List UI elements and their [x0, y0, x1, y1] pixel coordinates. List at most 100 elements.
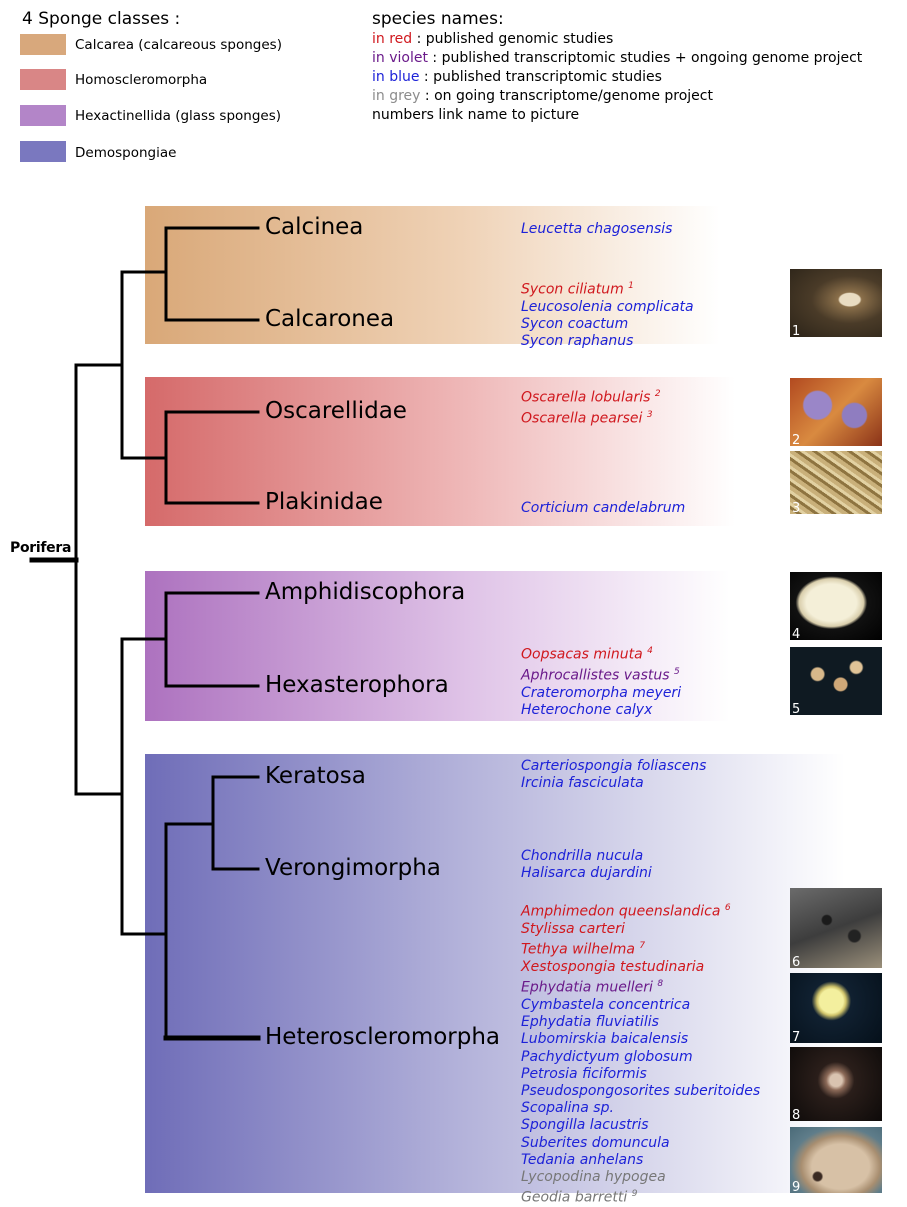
- photo-3: 3: [790, 451, 882, 514]
- species-label: Sycon coactum: [521, 316, 628, 332]
- species-name: Petrosia ficiformis: [521, 1066, 760, 1083]
- species-label: Corticium candelabrum: [521, 500, 685, 516]
- picture-ref-number: 1: [628, 281, 634, 291]
- clade-amphidiscophora: Amphidiscophora: [265, 578, 465, 606]
- species-name: Oopsacas minuta 4: [521, 643, 681, 664]
- species-name: Carteriospongia foliascens: [521, 758, 706, 775]
- species-name: Leucetta chagosensis: [521, 221, 672, 238]
- species-name: Amphimedon queenslandica 6: [521, 900, 760, 921]
- species-name: Oscarella pearsei 3: [521, 407, 661, 428]
- species-name: Lubomirskia baicalensis: [521, 1031, 760, 1048]
- species-label: Oscarella lobularis: [521, 390, 650, 406]
- species-label: Tethya wilhelma: [521, 942, 635, 958]
- species-name: Corticium candelabrum: [521, 500, 685, 517]
- species-name: Tedania anhelans: [521, 1152, 760, 1169]
- species-name: Crateromorpha meyeri: [521, 685, 681, 702]
- species-name: Oscarella lobularis 2: [521, 386, 661, 407]
- picture-ref-number: 5: [674, 667, 680, 677]
- species-name: Lycopodina hypogea: [521, 1169, 760, 1186]
- photo-1: 1: [790, 269, 882, 337]
- species-label: Ephydatia fluviatilis: [521, 1014, 659, 1030]
- species-label: Lubomirskia baicalensis: [521, 1031, 688, 1047]
- photo-6: 6: [790, 888, 882, 968]
- species-label: Crateromorpha meyeri: [521, 685, 681, 701]
- species-label: Geodia barretti: [521, 1190, 627, 1206]
- photo-number: 8: [792, 1108, 800, 1121]
- photo-number: 9: [792, 1180, 800, 1193]
- species-label: Stylissa carteri: [521, 921, 625, 937]
- species-label: Leucetta chagosensis: [521, 221, 672, 237]
- species-name: Ephydatia muelleri 8: [521, 976, 760, 997]
- root-label: Porifera: [10, 540, 71, 556]
- species-name: Pachydictyum globosum: [521, 1049, 760, 1066]
- picture-ref-number: 2: [655, 389, 661, 399]
- species-label: Pachydictyum globosum: [521, 1049, 693, 1065]
- photo-number: 6: [792, 955, 800, 968]
- species-list-hexasterophora: Oopsacas minuta 4Aphrocallistes vastus 5…: [521, 643, 681, 719]
- species-name: Leucosolenia complicata: [521, 299, 694, 316]
- clade-plakinidae: Plakinidae: [265, 488, 383, 516]
- clade-verongimorpha: Verongimorpha: [265, 854, 441, 882]
- picture-ref-number: 6: [725, 903, 731, 913]
- photo-2: 2: [790, 378, 882, 446]
- species-label: Carteriospongia foliascens: [521, 758, 706, 774]
- species-label: Xestospongia testudinaria: [521, 959, 704, 975]
- species-list-heteroscleromorpha: Amphimedon queenslandica 6Stylissa carte…: [521, 900, 760, 1207]
- species-name: Halisarca dujardini: [521, 865, 652, 882]
- species-name: Pseudospongosorites suberitoides: [521, 1083, 760, 1100]
- photo-4: 4: [790, 572, 882, 640]
- species-label: Spongilla lacustris: [521, 1117, 649, 1133]
- species-name: Stylissa carteri: [521, 921, 760, 938]
- clade-heteroscleromorpha: Heteroscleromorpha: [265, 1023, 500, 1051]
- photo-7: 7: [790, 973, 882, 1043]
- species-name: Sycon raphanus: [521, 333, 694, 350]
- species-name: Suberites domuncula: [521, 1135, 760, 1152]
- species-label: Chondrilla nucula: [521, 848, 643, 864]
- species-label: Leucosolenia complicata: [521, 299, 694, 315]
- species-label: Sycon ciliatum: [521, 282, 624, 298]
- photo-9: 9: [790, 1127, 882, 1193]
- photo-5: 5: [790, 647, 882, 715]
- species-name: Cymbastela concentrica: [521, 997, 760, 1014]
- species-name: Ircinia fasciculata: [521, 775, 706, 792]
- clade-calcinea: Calcinea: [265, 213, 363, 241]
- picture-ref-number: 8: [657, 979, 663, 989]
- species-name: Scopalina sp.: [521, 1100, 760, 1117]
- picture-ref-number: 7: [639, 941, 645, 951]
- species-list-verongimorpha: Chondrilla nuculaHalisarca dujardini: [521, 848, 652, 882]
- species-label: Sycon raphanus: [521, 333, 633, 349]
- species-name: Spongilla lacustris: [521, 1117, 760, 1134]
- species-name: Sycon ciliatum 1: [521, 278, 694, 299]
- species-label: Tedania anhelans: [521, 1152, 643, 1168]
- species-label: Oopsacas minuta: [521, 647, 643, 663]
- species-list-calcaronea: Sycon ciliatum 1Leucosolenia complicataS…: [521, 278, 694, 350]
- species-list-calcinea: Leucetta chagosensis: [521, 221, 672, 238]
- species-label: Ephydatia muelleri: [521, 980, 653, 996]
- picture-ref-number: 9: [632, 1189, 638, 1199]
- photo-number: 1: [792, 324, 800, 337]
- species-name: Xestospongia testudinaria: [521, 959, 760, 976]
- species-name: Geodia barretti 9: [521, 1186, 760, 1207]
- species-name: Chondrilla nucula: [521, 848, 652, 865]
- picture-ref-number: 4: [647, 646, 653, 656]
- clade-hexasterophora: Hexasterophora: [265, 671, 449, 699]
- clade-keratosa: Keratosa: [265, 762, 366, 790]
- species-name: Sycon coactum: [521, 316, 694, 333]
- species-name: Tethya wilhelma 7: [521, 938, 760, 959]
- species-name: Ephydatia fluviatilis: [521, 1014, 760, 1031]
- species-label: Pseudospongosorites suberitoides: [521, 1083, 760, 1099]
- photo-number: 3: [792, 501, 800, 514]
- species-list-keratosa: Carteriospongia foliascensIrcinia fascic…: [521, 758, 706, 792]
- species-label: Suberites domuncula: [521, 1135, 670, 1151]
- species-label: Petrosia ficiformis: [521, 1066, 647, 1082]
- species-label: Aphrocallistes vastus: [521, 668, 670, 684]
- species-label: Oscarella pearsei: [521, 411, 642, 427]
- species-label: Cymbastela concentrica: [521, 997, 690, 1013]
- species-list-oscarellidae: Oscarella lobularis 2Oscarella pearsei 3: [521, 386, 661, 428]
- photo-8: 8: [790, 1047, 882, 1121]
- species-label: Halisarca dujardini: [521, 865, 652, 881]
- species-label: Amphimedon queenslandica: [521, 904, 720, 920]
- species-list-plakinidae: Corticium candelabrum: [521, 500, 685, 517]
- species-name: Aphrocallistes vastus 5: [521, 664, 681, 685]
- photo-number: 4: [792, 627, 800, 640]
